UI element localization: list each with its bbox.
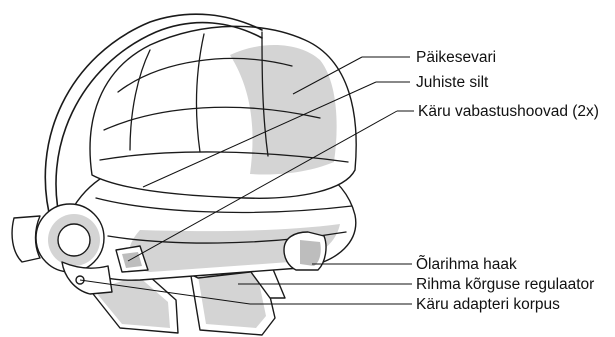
car-seat-illustration — [12, 14, 356, 335]
label-stroller-adapter-housing: Käru adapteri korpus — [416, 296, 560, 313]
label-sun-canopy: Päikesevari — [416, 49, 496, 66]
label-strap-height-adjuster: Rihma kõrguse regulaator — [416, 276, 594, 293]
callout-labels: Päikesevari Juhiste silt Käru vabastusho… — [416, 49, 599, 313]
label-stroller-release-levers: Käru vabastushoovad (2x) — [418, 103, 599, 120]
sun-canopy-part — [90, 26, 356, 198]
label-shoulder-strap-hook: Õlarihma haak — [416, 256, 517, 273]
label-instruction-label: Juhiste silt — [416, 74, 489, 91]
handle-pivot-hub — [12, 204, 104, 272]
